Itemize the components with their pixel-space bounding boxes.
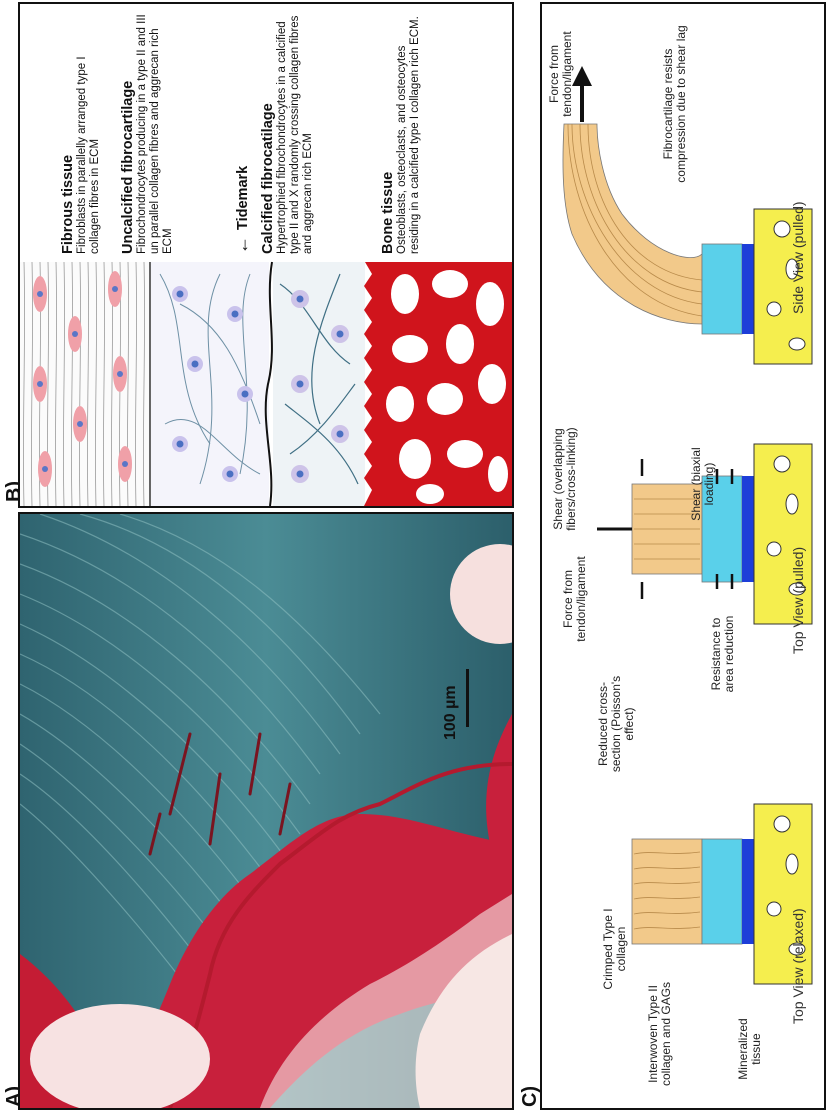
label-resistance: Resistance to area reduction <box>710 604 736 704</box>
arrow-left-icon: ← <box>232 236 253 254</box>
scale-bar-label: 100 µm <box>442 685 460 740</box>
zone-label-fibrous: Fibrous tissue Fibroblasts in parallelly… <box>60 14 102 254</box>
caption-top-pulled: Top View (pulled) <box>790 547 806 654</box>
label-mineralized-tissue: Mineralized tissue <box>737 1004 763 1094</box>
zone-label-bone: Bone tissue Osteoblasts, osteoclasts, an… <box>380 14 422 254</box>
mechanics-panel: Top View (relaxed) Top View (pulled) Sid… <box>540 2 826 1110</box>
label-shear-overlap: Shear (overlapping fibers/cross-linking) <box>552 414 578 544</box>
label-fibrocartilage-shear-lag: Fibrocartilage resists compression due t… <box>662 24 688 184</box>
zone-title: Fibrous tissue <box>60 14 76 254</box>
zone-title: Bone tissue <box>380 14 396 254</box>
zone-title: Calcified fibrocatilage <box>260 4 276 254</box>
scale-bar <box>466 669 469 727</box>
relaxed-diagram <box>632 804 812 984</box>
label-force-side: Force from tendon/ligament <box>548 24 574 124</box>
label-reduced-cross-section: Reduced cross-section (Poisson's effect) <box>597 664 636 784</box>
label-interwoven-collagen: Interwoven Type II collagen and GAGs <box>647 974 673 1094</box>
zone-description: Hypertrophied fibrochondrocytes in a cal… <box>276 4 315 254</box>
zone-description: Fibrochondrocytes producing in a type II… <box>136 4 175 254</box>
histology-image <box>20 514 512 1108</box>
zone-description: Osteoblasts, osteoclasts, and osteocytes… <box>396 14 422 254</box>
zone-description: Fibroblasts in parallelly arranged type … <box>76 14 102 254</box>
label-shear-biaxial: Shear (biaxial loading) <box>690 444 716 524</box>
label-crimped-collagen: Crimped Type I collagen <box>602 904 628 994</box>
histology-panel: 100 µm <box>18 512 514 1110</box>
zone-title: Uncalcified fibrocartilage <box>120 4 136 254</box>
label-force-top: Force from tendon/ligament <box>562 554 588 644</box>
caption-side-pulled: Side View (pulled) <box>790 201 806 314</box>
panel-label-c: C) <box>519 1086 542 1107</box>
tidemark-text: Tidemark <box>235 166 251 230</box>
zones-panel: Fibrous tissue Fibroblasts in parallelly… <box>18 2 514 508</box>
zone-label-uncalcified: Uncalcified fibrocartilage Fibrochondroc… <box>120 4 175 254</box>
caption-relaxed: Top View (relaxed) <box>790 908 806 1024</box>
tidemark-label: ← Tidemark <box>232 166 253 254</box>
zone-label-calcified: Calcified fibrocatilage Hypertrophied fi… <box>260 4 315 254</box>
